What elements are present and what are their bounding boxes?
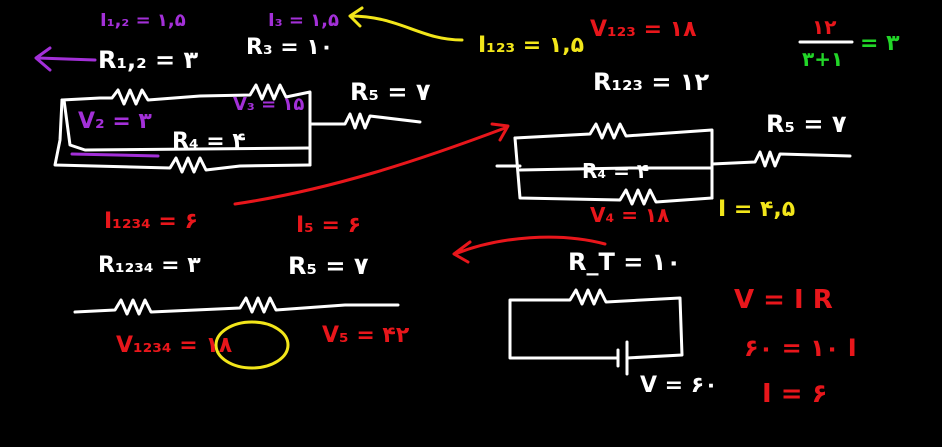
label-v3: V₃ = ۱۵	[233, 94, 304, 115]
label-r5-bottom: R₅ = ۷	[288, 252, 369, 280]
wire-top-right-bottom	[513, 136, 714, 206]
label-v123: V₁₂₃ = ۱۸	[590, 17, 697, 42]
label-r12: R₁,₂ = ۳	[98, 46, 198, 74]
label-frac-num: ۱۲	[812, 15, 836, 39]
label-i3: I₃ = ۱,۵	[268, 10, 339, 31]
label-ohm: V = I R	[734, 285, 833, 315]
yellow-arrow	[348, 6, 464, 42]
wire-bottom-left-series	[73, 296, 400, 316]
label-frac-eq: = ۳	[860, 31, 900, 56]
label-i12: I₁,₂ = ۱,۵	[100, 10, 186, 31]
wire-top-left-outer	[53, 98, 312, 174]
label-v-source: V = ۶۰	[640, 373, 718, 398]
circuit-top-left	[53, 83, 422, 174]
label-i5: I₅ = ۶	[296, 213, 361, 238]
wire-top-left-r3	[60, 83, 312, 167]
label-v2: V₂ = ۳	[78, 109, 152, 134]
label-ohm-result: I = ۶	[762, 379, 827, 409]
wire-top-left-inner	[62, 98, 312, 152]
label-v1234: V₁₂₃₄ = ۱۸	[116, 333, 233, 358]
label-v4: V₄ = ۱۸	[590, 203, 669, 227]
wire-top-right-top	[513, 122, 714, 200]
label-r123: R₁₂₃ = ۱۲	[593, 68, 709, 96]
purple-arrow-left	[34, 46, 97, 72]
label-i-right: I = ۴,۵	[718, 197, 795, 222]
circuit-top-right	[495, 122, 852, 206]
label-r3: R₃ = ۱۰	[246, 35, 333, 60]
label-v5: V₅ = ۴۲	[322, 323, 410, 348]
label-i123: I₁₂₃ = ۱,۵	[478, 33, 584, 58]
wire-top-right-r5	[710, 150, 852, 168]
wire-bottom-right-loop	[508, 288, 684, 360]
label-rt: R_T = ۱۰	[568, 248, 681, 276]
label-r4-mid: R₄ = ۴	[582, 159, 649, 183]
label-i1234: I₁₂₃₄ = ۶	[104, 209, 198, 234]
red-arrow-to-bottom-left	[452, 235, 607, 264]
label-r4: R₄ = ۴	[172, 129, 246, 154]
wire-top-left-r5	[308, 112, 422, 130]
circuit-bottom-right	[508, 288, 684, 376]
label-ohm-sub: ۶۰ = ۱۰ I	[744, 334, 857, 362]
label-frac-den: ۳+۱	[802, 47, 843, 71]
label-r5-right: R₅ = ۷	[766, 110, 847, 138]
purple-underline	[70, 152, 160, 158]
text-labels: I₁,₂ = ۱,۵ I₃ = ۱,۵ R₁,₂ = ۳ R₃ = ۱۰ V₃ …	[78, 10, 900, 409]
label-r5-left: R₅ = ۷	[350, 78, 431, 106]
red-arrow-to-right-circuit	[233, 122, 510, 206]
wire-top-right-mid	[518, 166, 714, 172]
yellow-circle-highlight	[214, 320, 290, 370]
arrows	[34, 6, 607, 264]
label-r1234: R₁₂₃₄ = ۳	[98, 253, 201, 278]
